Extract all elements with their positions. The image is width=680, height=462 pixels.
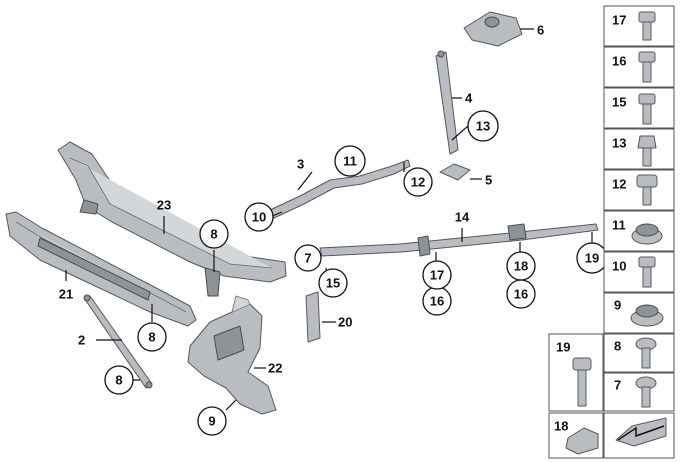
svg-text:6: 6 xyxy=(537,23,544,38)
callout-7: 7 xyxy=(294,244,322,272)
nut-9-icon xyxy=(630,304,664,327)
panel-label-9: 9 xyxy=(614,298,621,313)
callout-6: 6 xyxy=(537,23,544,38)
part-2-strut-rod xyxy=(83,294,153,389)
panel-label-8: 8 xyxy=(614,339,621,354)
svg-text:23: 23 xyxy=(157,198,171,213)
panel-label-13: 13 xyxy=(612,136,626,151)
callout-21: 21 xyxy=(59,287,73,302)
svg-text:8: 8 xyxy=(148,330,155,345)
part-5-mount xyxy=(439,163,471,181)
callout-16-b: 16 xyxy=(506,279,536,309)
bolt-10-icon xyxy=(638,256,656,288)
bolt-15-icon xyxy=(638,93,656,125)
leader-lines xyxy=(65,28,593,411)
part-3-curved-bar xyxy=(269,159,411,219)
part-6-bracket xyxy=(463,11,523,47)
callout-3: 3 xyxy=(297,157,304,172)
bolt-13-icon xyxy=(637,135,657,167)
svg-text:8: 8 xyxy=(115,373,122,388)
part-22-bracket xyxy=(187,295,277,415)
svg-text:16: 16 xyxy=(430,294,444,309)
svg-text:22: 22 xyxy=(268,361,282,376)
bolt-17-icon xyxy=(638,11,656,41)
svg-text:9: 9 xyxy=(208,414,215,429)
nut-11-icon xyxy=(631,223,663,245)
callout-10: 10 xyxy=(244,202,274,232)
panel-label-10: 10 xyxy=(612,259,626,274)
part-20-plate xyxy=(305,291,321,343)
callout-8-a: 8 xyxy=(199,219,229,249)
bolt-7-icon xyxy=(635,376,657,408)
panel-label-19: 19 xyxy=(556,340,570,355)
svg-text:12: 12 xyxy=(411,175,425,190)
panel-label-17: 17 xyxy=(612,13,626,28)
svg-text:17: 17 xyxy=(430,268,444,283)
callout-20: 20 xyxy=(338,315,352,330)
svg-text:7: 7 xyxy=(304,251,311,266)
callout-9: 9 xyxy=(197,406,227,436)
part-21-bumper-carrier xyxy=(5,211,197,327)
clip-18-icon xyxy=(565,427,599,455)
panel-label-18: 18 xyxy=(554,419,568,434)
svg-text:11: 11 xyxy=(343,154,357,169)
callout-8-b: 8 xyxy=(137,322,167,352)
callout-16-a: 16 xyxy=(422,286,452,316)
svg-text:20: 20 xyxy=(338,315,352,330)
callout-2: 2 xyxy=(78,333,85,348)
callout-22: 22 xyxy=(268,361,282,376)
callout-15: 15 xyxy=(318,268,348,298)
svg-text:14: 14 xyxy=(455,210,470,225)
panel-label-16: 16 xyxy=(612,54,626,69)
svg-text:4: 4 xyxy=(465,91,473,106)
bolt-19-icon xyxy=(572,357,592,407)
panel-label-7: 7 xyxy=(614,378,621,393)
panel-label-15: 15 xyxy=(612,95,626,110)
panel-label-12: 12 xyxy=(612,177,626,192)
bolt-8-icon xyxy=(635,337,657,369)
panel-label-11: 11 xyxy=(612,218,626,233)
svg-text:3: 3 xyxy=(297,157,304,172)
callout-5: 5 xyxy=(485,173,492,188)
svg-text:8: 8 xyxy=(210,227,217,242)
arrow-symbol-icon xyxy=(615,417,667,447)
svg-text:21: 21 xyxy=(59,287,73,302)
callout-23: 23 xyxy=(157,198,171,213)
callout-8-c: 8 xyxy=(104,365,134,395)
callout-12: 12 xyxy=(403,167,433,197)
svg-text:18: 18 xyxy=(514,259,528,274)
svg-text:19: 19 xyxy=(585,251,599,266)
svg-text:5: 5 xyxy=(485,173,492,188)
bolt-16-icon xyxy=(638,51,656,83)
svg-text:10: 10 xyxy=(252,210,266,225)
part-14-cross-bar xyxy=(319,223,599,257)
bolt-12-icon xyxy=(636,174,658,206)
callout-4: 4 xyxy=(465,91,473,106)
callout-13: 13 xyxy=(467,110,499,142)
callout-17: 17 xyxy=(422,260,452,290)
svg-text:13: 13 xyxy=(476,119,490,134)
svg-text:2: 2 xyxy=(78,333,85,348)
svg-text:15: 15 xyxy=(326,276,340,291)
svg-text:16: 16 xyxy=(514,287,528,302)
callout-14: 14 xyxy=(455,210,470,225)
callout-11: 11 xyxy=(334,145,366,177)
callout-19: 19 xyxy=(576,242,608,274)
part-4-vertical-strut xyxy=(435,50,459,155)
callout-18: 18 xyxy=(506,251,536,281)
